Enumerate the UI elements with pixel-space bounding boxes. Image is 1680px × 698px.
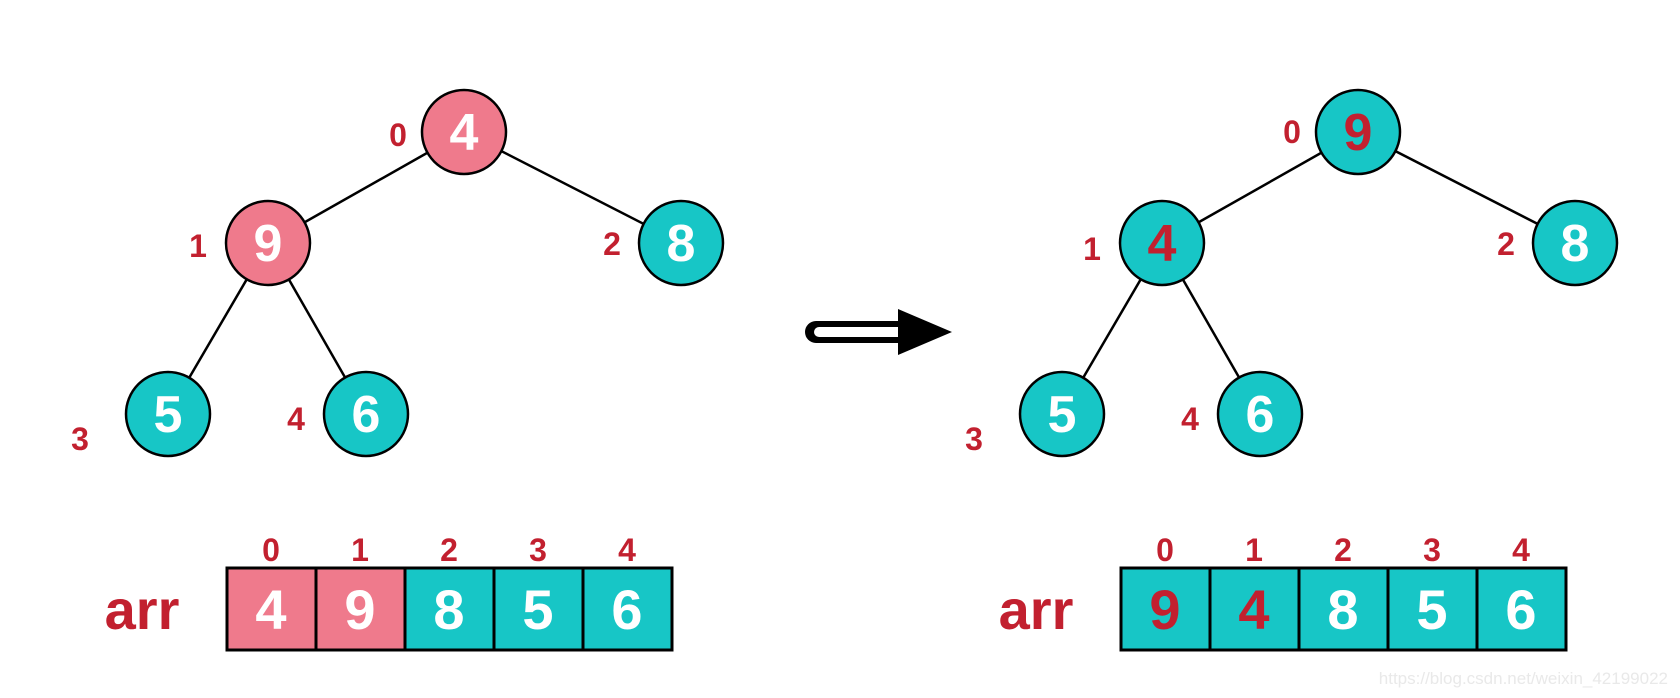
right-array-cell-3-value: 5 bbox=[1416, 578, 1447, 641]
right-array-cell-0-value: 9 bbox=[1149, 578, 1180, 641]
right-tree-node-3-value: 5 bbox=[1048, 386, 1077, 444]
right-tree-node-1-index: 1 bbox=[1083, 231, 1101, 267]
right-tree-node-2-circle bbox=[1531, 199, 1619, 287]
left-tree-node-1-value: 9 bbox=[254, 215, 283, 273]
left-tree-node-1-circle bbox=[224, 199, 312, 287]
left-tree-node-2-circle bbox=[637, 199, 725, 287]
right-array-cell-2 bbox=[1297, 566, 1390, 652]
left-tree-node-2-index: 2 bbox=[603, 226, 621, 262]
right-array-index-4: 4 bbox=[1512, 532, 1530, 568]
right-array: arr 0 1 2 3 4 9 4 8 5 6 bbox=[999, 532, 1568, 652]
watermark-url: https://blog.csdn.net/weixin_42199022 bbox=[1379, 669, 1668, 688]
left-array-index-0: 0 bbox=[262, 532, 280, 568]
right-tree-node-0-index: 0 bbox=[1283, 114, 1301, 150]
left-array-cell-2 bbox=[403, 566, 496, 652]
left-tree: 4 9 8 5 6 0 1 2 3 4 bbox=[71, 88, 725, 458]
right-array-cell-1 bbox=[1208, 566, 1301, 652]
left-tree-node-0-circle bbox=[420, 88, 508, 176]
right-tree-node-0-value: 9 bbox=[1344, 104, 1373, 162]
right-array-cell-2-value: 8 bbox=[1327, 578, 1358, 641]
left-tree-node-3-index: 3 bbox=[71, 421, 89, 457]
right-array-cell-3 bbox=[1386, 566, 1479, 652]
left-tree-node-3-circle bbox=[124, 370, 212, 458]
right-array-index-3: 3 bbox=[1423, 532, 1441, 568]
left-array-cell-1 bbox=[314, 566, 407, 652]
left-tree-node-4-value: 6 bbox=[352, 386, 381, 444]
left-array-label: arr bbox=[105, 578, 180, 641]
left-tree-node-0-value: 4 bbox=[450, 104, 479, 162]
right-array-index-1: 1 bbox=[1245, 532, 1263, 568]
left-tree-node-2-value: 8 bbox=[667, 215, 696, 273]
right-tree-node-4-circle bbox=[1216, 370, 1304, 458]
left-array-index-4: 4 bbox=[618, 532, 636, 568]
right-array-cell-4 bbox=[1475, 566, 1568, 652]
right-array-cell-1-value: 4 bbox=[1238, 578, 1269, 641]
left-tree-node-3-value: 5 bbox=[154, 386, 183, 444]
left-array-index-2: 2 bbox=[440, 532, 458, 568]
left-array-cell-0 bbox=[225, 566, 318, 652]
right-array-cell-4-value: 6 bbox=[1505, 578, 1536, 641]
right-array-cell-0 bbox=[1119, 566, 1212, 652]
right-tree-node-0-circle bbox=[1314, 88, 1402, 176]
right-tree-node-4-index: 4 bbox=[1181, 401, 1199, 437]
transform-arrow bbox=[805, 309, 952, 355]
right-tree-node-1-value: 4 bbox=[1148, 215, 1177, 273]
left-tree-node-4-index: 4 bbox=[287, 401, 305, 437]
right-tree-node-2-value: 8 bbox=[1561, 215, 1590, 273]
right-tree-node-1-circle bbox=[1118, 199, 1206, 287]
left-array-cell-4 bbox=[581, 566, 674, 652]
arrow-head bbox=[898, 309, 952, 355]
left-tree-node-1-index: 1 bbox=[189, 228, 207, 264]
right-tree-node-2-index: 2 bbox=[1497, 226, 1515, 262]
left-tree-node-0-index: 0 bbox=[389, 117, 407, 153]
left-array-cell-0-value: 4 bbox=[255, 578, 286, 641]
right-tree-node-3-index: 3 bbox=[965, 421, 983, 457]
left-array-cell-2-value: 8 bbox=[433, 578, 464, 641]
left-array-index-1: 1 bbox=[351, 532, 369, 568]
left-tree-node-4-circle bbox=[322, 370, 410, 458]
left-array-cell-3 bbox=[492, 566, 585, 652]
right-array-index-2: 2 bbox=[1334, 532, 1352, 568]
right-tree: 9 4 8 5 6 0 1 2 3 4 bbox=[965, 88, 1619, 458]
right-tree-node-4-value: 6 bbox=[1246, 386, 1275, 444]
right-array-label: arr bbox=[999, 578, 1074, 641]
left-array-cell-3-value: 5 bbox=[522, 578, 553, 641]
left-array-cell-1-value: 9 bbox=[344, 578, 375, 641]
right-tree-node-3-circle bbox=[1018, 370, 1106, 458]
left-array-cell-4-value: 6 bbox=[611, 578, 642, 641]
left-array-index-3: 3 bbox=[529, 532, 547, 568]
left-array: arr 0 1 2 3 4 4 9 8 5 6 bbox=[105, 532, 674, 652]
right-array-index-0: 0 bbox=[1156, 532, 1174, 568]
